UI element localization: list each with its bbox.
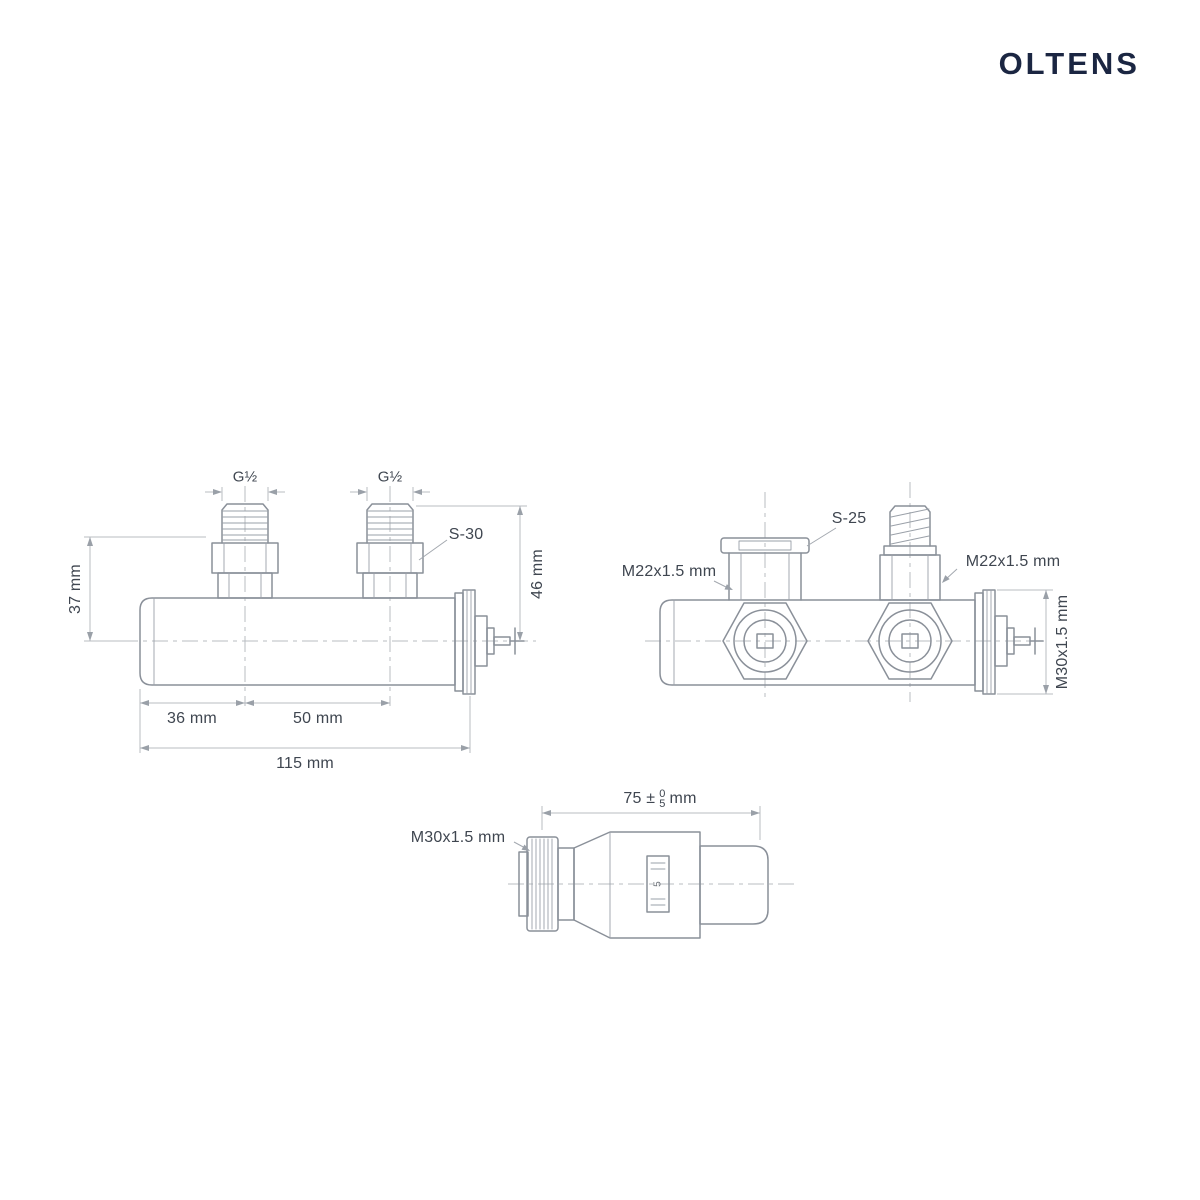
dimension-arrows	[724, 575, 1049, 694]
length-dim-prefix: 75 ±	[623, 790, 656, 807]
thread-label-m30-spindle: M30x1.5 mm	[1054, 594, 1071, 690]
thread-stub-left	[221, 503, 269, 544]
brand-logo: OLTENS	[998, 46, 1140, 81]
head-scale-value: 5	[652, 881, 664, 887]
leader-lines	[418, 539, 448, 561]
valve-body	[139, 597, 456, 686]
thread-size-label-right: G½	[377, 468, 403, 486]
wrench-size-label-s25: S-25	[831, 510, 867, 527]
top-thread-right	[879, 505, 941, 601]
hex-boss-right	[867, 602, 953, 680]
dimension-lines	[541, 806, 761, 840]
thread-label-m22-right: M22x1.5 mm	[965, 553, 1061, 570]
spindle-assembly	[454, 589, 525, 695]
height-dim-label-37: 37 mm	[67, 564, 84, 614]
head-view-drawing	[508, 806, 798, 939]
tolerance-stack: 0 5	[659, 788, 666, 810]
hex-boss-left	[722, 602, 808, 680]
thread-label-m22-left: M22x1.5 mm	[621, 563, 717, 580]
centerlines	[645, 482, 1044, 702]
dimension-arrows	[521, 810, 760, 851]
head-connection-nut	[518, 836, 575, 932]
valve-body	[659, 599, 976, 686]
width-dim-label-36: 36 mm	[167, 710, 217, 727]
height-dim-label-46: 46 mm	[529, 549, 546, 599]
side-view-drawing	[84, 486, 536, 753]
centerlines	[122, 486, 536, 706]
union-nut-right	[356, 542, 424, 599]
thread-label-m30-head: M30x1.5 mm	[410, 829, 506, 846]
top-nut-left	[720, 537, 810, 601]
thread-size-label-left: G½	[232, 468, 258, 486]
total-length-dim-label: 115 mm	[276, 755, 334, 772]
length-dim-unit: mm	[669, 790, 697, 807]
spindle-assembly	[974, 589, 1044, 695]
width-dim-label-50: 50 mm	[293, 710, 343, 727]
head-body	[573, 831, 769, 939]
tolerance-lower: 5	[659, 798, 666, 810]
tolerance-upper: 0	[659, 788, 666, 800]
dimension-arrows	[87, 489, 523, 751]
front-view-drawing	[645, 482, 1053, 702]
wrench-size-label-s30: S-30	[448, 526, 484, 543]
length-dim-label-75: 75 ± 0 5 mm	[623, 788, 697, 810]
thread-stub-right	[366, 503, 414, 544]
dimension-lines	[997, 589, 1053, 695]
union-nut-left	[211, 542, 279, 599]
leader-lines	[713, 527, 958, 590]
